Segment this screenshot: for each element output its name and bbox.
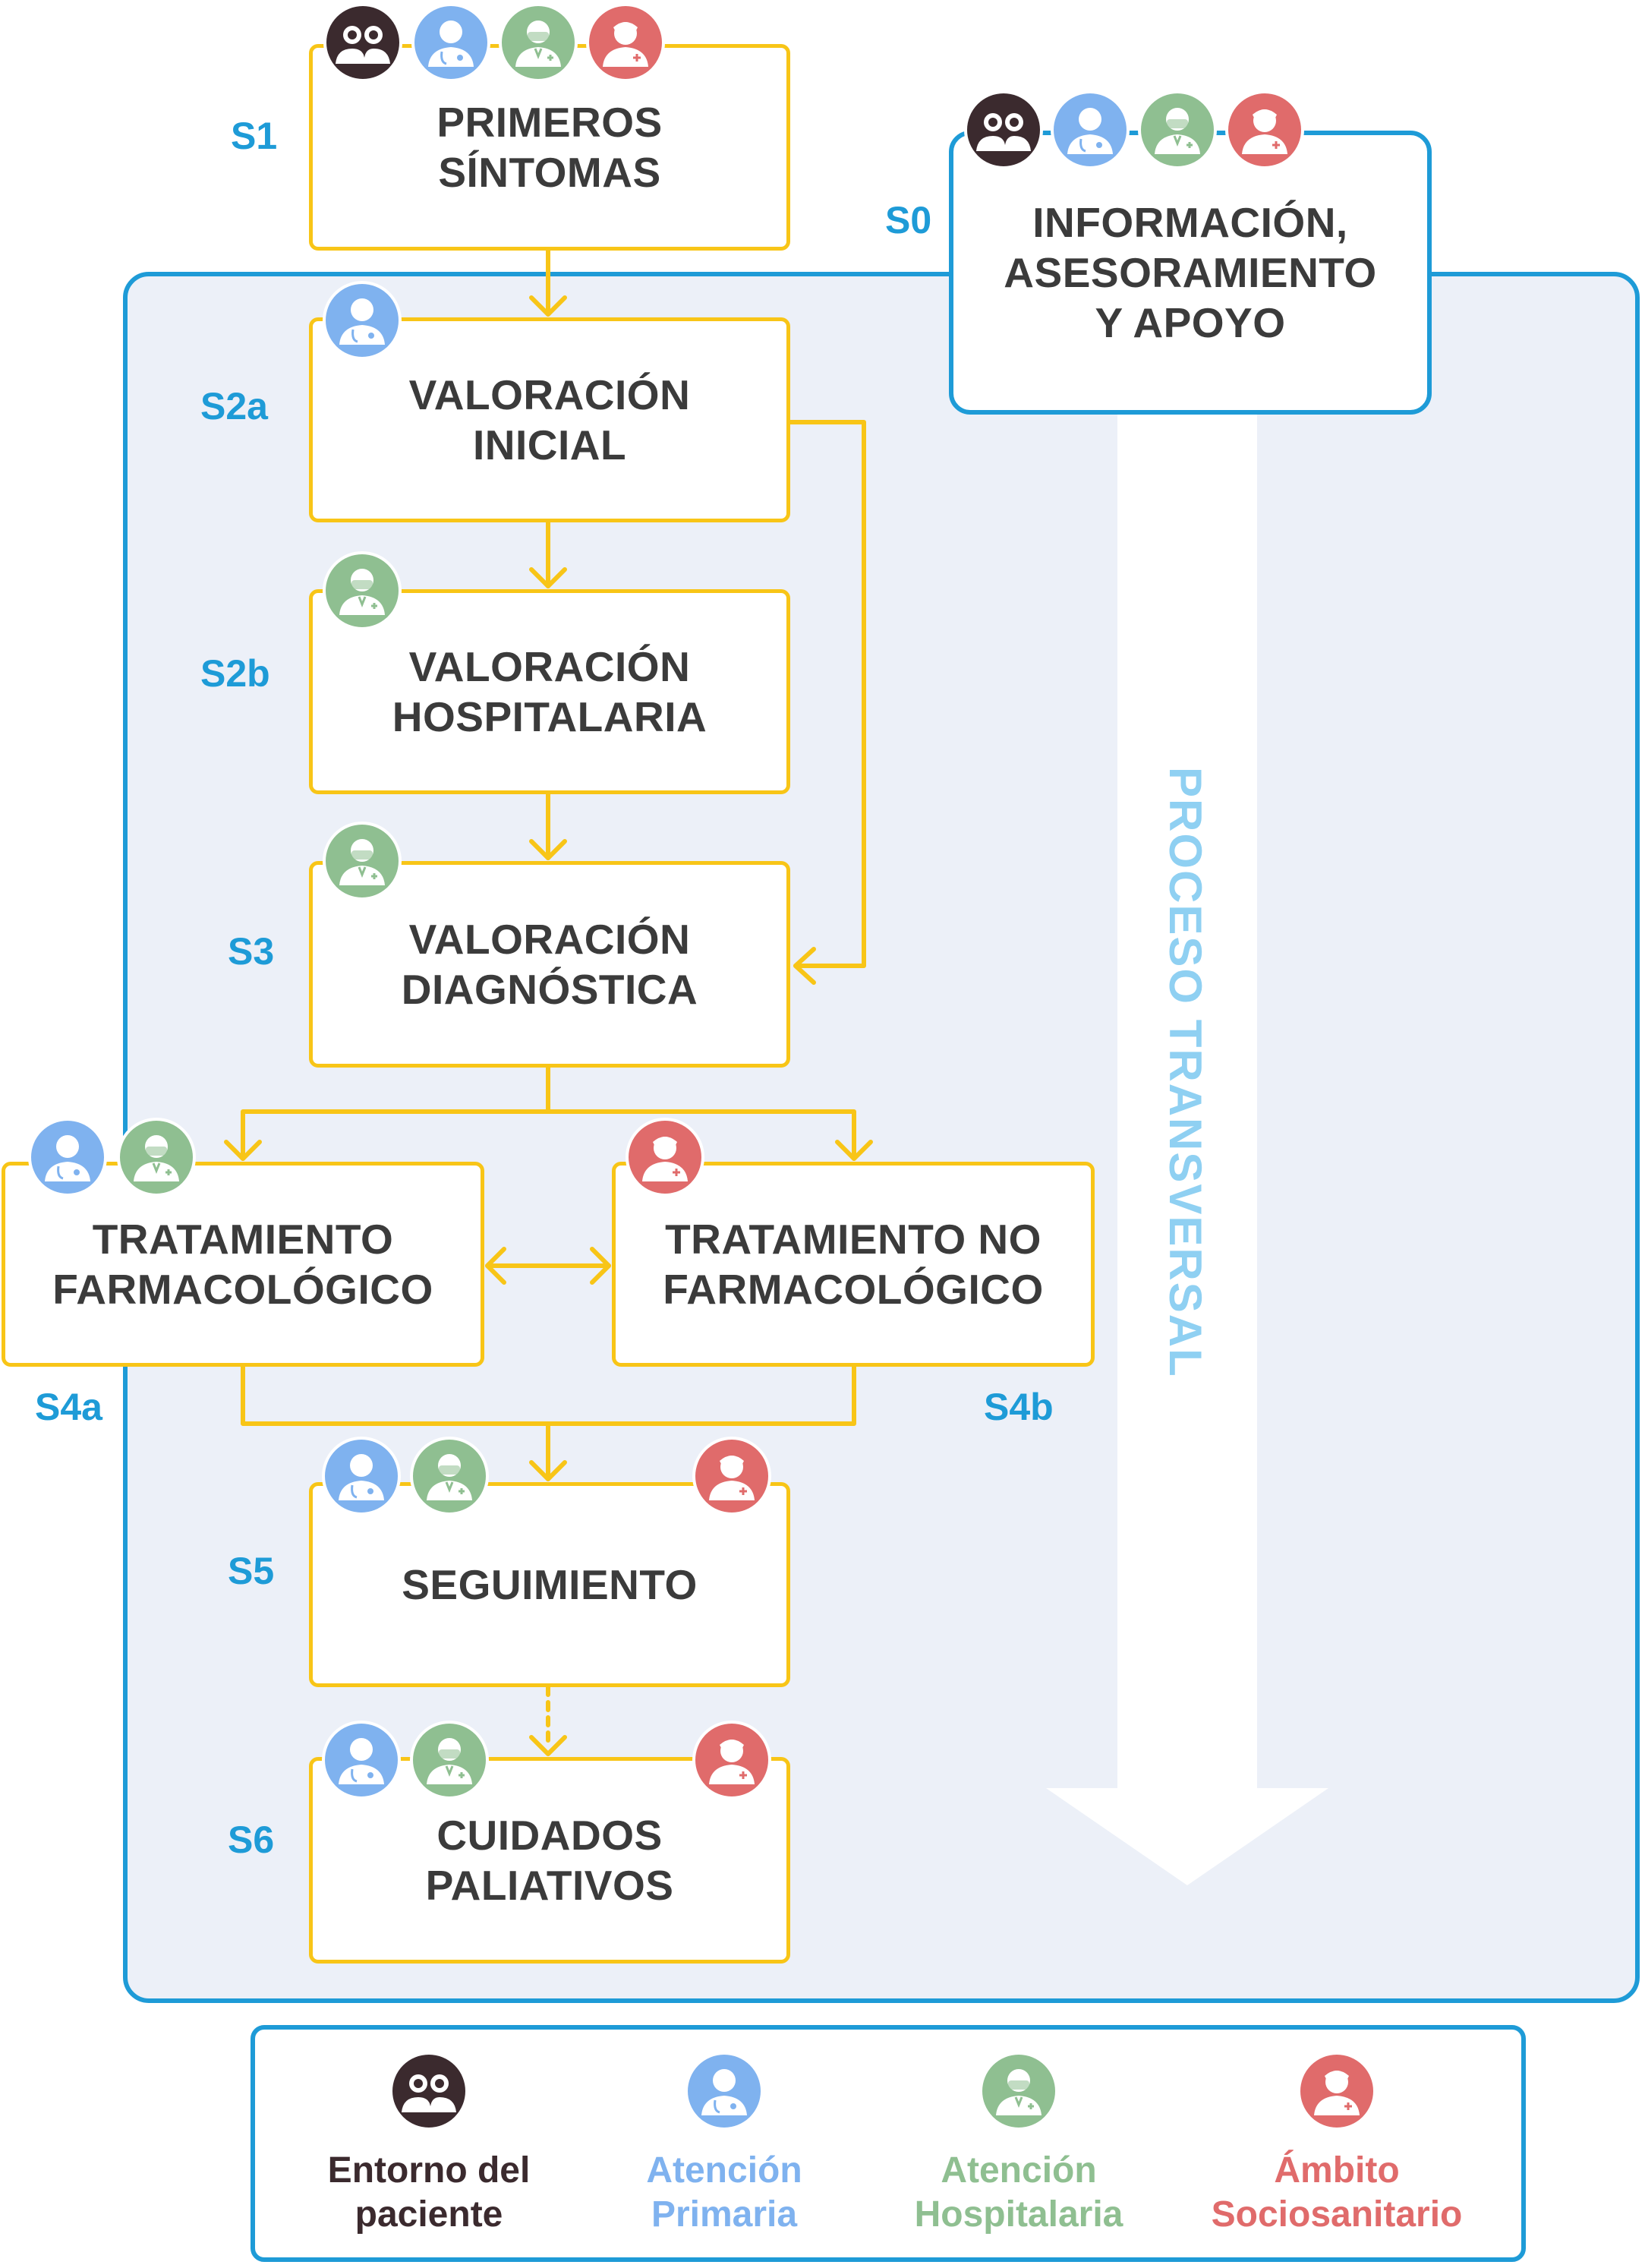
surgeon-icon [408, 1435, 490, 1517]
nurse-icon [691, 1435, 773, 1517]
step-code-s4b: S4b [984, 1386, 1054, 1428]
step-box-s4b: TRATAMIENTO NO FARMACOLÓGICO [612, 1162, 1095, 1367]
step-code-s2b: S2b [200, 652, 270, 695]
arrowhead-s2a [529, 295, 567, 317]
step-code-s6: S6 [228, 1819, 275, 1861]
surgeon-icon [1136, 89, 1218, 171]
people-icon [322, 2, 404, 84]
doctor-icon [410, 2, 492, 84]
step-box-s0: INFORMACIÓN, ASESORAMIENTO Y APOYO [949, 131, 1432, 415]
surgeon-icon [978, 2050, 1060, 2132]
surgeon-icon [321, 820, 403, 902]
surgeon-icon [497, 2, 579, 84]
connector-s4-merge [241, 1364, 856, 1426]
step-title-s4b: TRATAMIENTO NO FARMACOLÓGICO [663, 1216, 1044, 1313]
doctor-icon [320, 1719, 402, 1801]
connector-s2a-s3-bypass [786, 420, 866, 968]
step-title-s6: CUIDADOS PALIATIVOS [425, 1812, 674, 1909]
transversal-label: PROCESO TRANSVERSAL [1160, 767, 1211, 1378]
surgeon-icon [408, 1719, 490, 1801]
legend-label-hospitalaria: Atención Hospitalaria [914, 2150, 1123, 2235]
step-code-s1: S1 [231, 115, 278, 157]
doctor-icon [1049, 89, 1131, 171]
surgeon-icon [321, 550, 403, 632]
step-box-s4a: TRATAMIENTO FARMACOLÓGICO [2, 1162, 484, 1367]
step-code-s0: S0 [885, 199, 932, 241]
nurse-icon [691, 1719, 773, 1801]
nurse-icon [1296, 2050, 1378, 2132]
doctor-icon [321, 279, 403, 361]
step-title-s1: PRIMEROS SÍNTOMAS [436, 99, 663, 196]
step-code-s2a: S2a [200, 385, 268, 427]
nurse-icon [585, 2, 667, 84]
arrowhead-s3 [529, 839, 567, 860]
people-icon [963, 89, 1045, 171]
doctor-icon [683, 2050, 765, 2132]
arrowhead-s2b [529, 567, 567, 588]
step-title-s4a: TRATAMIENTO FARMACOLÓGICO [52, 1216, 433, 1313]
step-title-s5: SEGUIMIENTO [402, 1561, 698, 1608]
step-box-s5: SEGUIMIENTO [309, 1482, 790, 1687]
nurse-icon [624, 1116, 706, 1198]
legend-label-primaria: Atención Primaria [646, 2150, 802, 2235]
step-box-s2b: VALORACIÓN HOSPITALARIA [309, 589, 790, 794]
people-icon [388, 2050, 470, 2132]
arrowhead-s4b [835, 1140, 873, 1161]
arrowhead-s3-side [793, 947, 816, 985]
doctor-icon [320, 1435, 402, 1517]
step-code-s4a: S4a [35, 1386, 102, 1428]
step-title-s2a: VALORACIÓN INICIAL [408, 371, 691, 468]
step-box-s1: PRIMEROS SÍNTOMAS [309, 44, 790, 251]
arrowhead-s6 [529, 1735, 567, 1756]
step-box-s3: VALORACIÓN DIAGNÓSTICA [309, 861, 790, 1068]
legend-label-sociosanitario: Ámbito Sociosanitario [1211, 2150, 1463, 2235]
step-title-s0: INFORMACIÓN, ASESORAMIENTO Y APOYO [1004, 199, 1377, 346]
transversal-arrow [1046, 410, 1328, 1885]
connector-s3-split [241, 1065, 550, 1161]
arrowhead-s4a [224, 1140, 262, 1161]
surgeon-icon [115, 1116, 197, 1198]
step-box-s2a: VALORACIÓN INICIAL [309, 317, 790, 522]
doctor-icon [27, 1116, 109, 1198]
step-title-s2b: VALORACIÓN HOSPITALARIA [392, 643, 707, 740]
step-code-s5: S5 [228, 1550, 275, 1592]
legend-label-entorno: Entorno del paciente [327, 2150, 531, 2235]
nurse-icon [1224, 89, 1306, 171]
step-code-s3: S3 [228, 930, 275, 973]
arrowhead-s5 [529, 1460, 567, 1481]
step-title-s3: VALORACIÓN DIAGNÓSTICA [401, 916, 698, 1013]
